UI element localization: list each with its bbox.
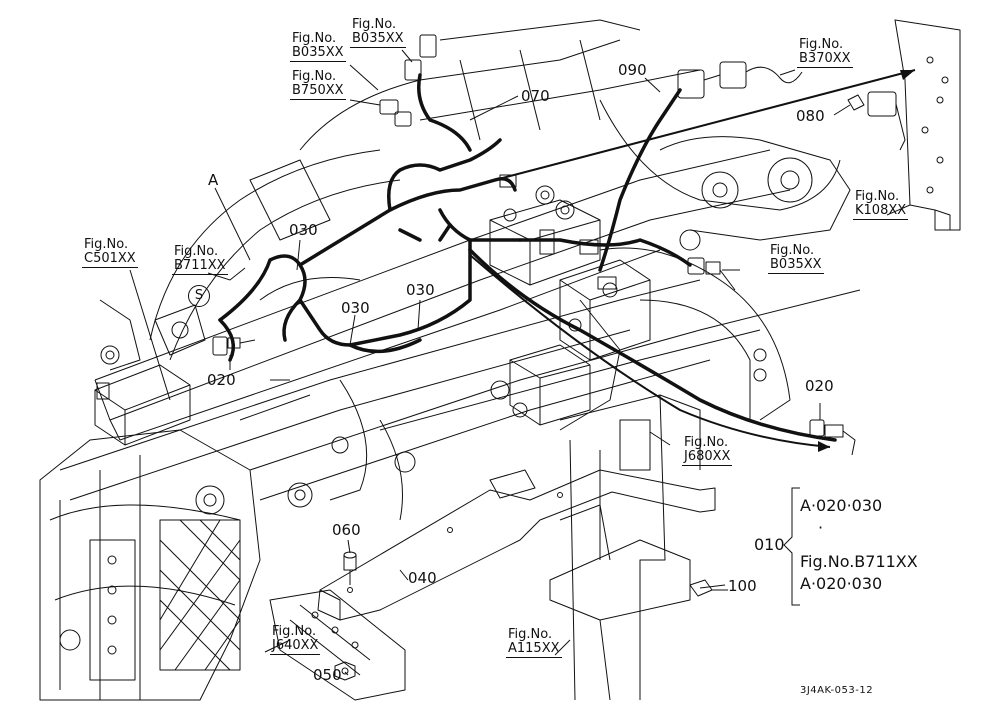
bom-line-1: A·020·030 — [800, 496, 883, 515]
bom-line-3: A·020·030 — [800, 574, 883, 593]
nut-050 — [334, 661, 356, 681]
part-number-030-b: 030 — [341, 299, 370, 317]
side-bracket-plate — [894, 19, 961, 231]
fig-ref-b370: Fig.No. B370XX — [797, 37, 853, 68]
part-number-030-a: 030 — [289, 221, 318, 239]
bolt-060 — [343, 551, 357, 585]
part-number-030-c: 030 — [406, 281, 435, 299]
bom-item-010: 010 — [754, 535, 785, 554]
fig-ref-a115: Fig.No. A115XX — [506, 627, 562, 658]
fig-ref-b750: Fig.No. B750XX — [290, 69, 346, 100]
transmission-housing — [39, 429, 313, 701]
connector-090 — [677, 61, 803, 99]
cross-bracket-040 — [317, 469, 716, 701]
leader-lines — [129, 49, 911, 676]
connector-b035-top — [404, 34, 437, 81]
floor-plate — [269, 589, 406, 701]
part-number-070: 070 — [521, 87, 550, 105]
front-valve-unit — [94, 304, 206, 446]
fig-ref-b035-left: Fig.No. B035XX — [290, 31, 346, 62]
fig-ref-c501: Fig.No. C501XX — [82, 237, 138, 268]
arrow-to-switch-080 — [494, 69, 916, 181]
chassis-post — [559, 394, 701, 701]
fig-ref-b711: Fig.No. B711XX — [172, 244, 228, 275]
part-number-040: 040 — [408, 569, 437, 587]
hydraulic-valve-block — [489, 185, 651, 426]
wire-harness — [218, 73, 837, 442]
bom-bracket — [783, 487, 800, 606]
switch-080 — [847, 91, 906, 151]
bom-line-2: Fig.No.B711XX — [800, 552, 918, 571]
part-number-020-right: 020 — [805, 377, 834, 395]
part-number-090: 090 — [618, 61, 647, 79]
callout-a: A — [208, 171, 219, 189]
part-number-100: 100 — [728, 577, 757, 595]
fig-ref-k108: Fig.No. K108XX — [853, 189, 909, 220]
callout-s-circle: S — [188, 285, 210, 307]
part-number-080: 080 — [796, 107, 825, 125]
bolt-100 — [689, 579, 726, 597]
fig-ref-j640: Fig.No. J640XX — [270, 624, 321, 655]
rh-sensor-right-lower — [499, 174, 599, 255]
chassis-frame — [59, 19, 861, 521]
part-number-060: 060 — [332, 521, 361, 539]
connector-b750 — [379, 99, 412, 127]
part-number-020-left: 020 — [207, 371, 236, 389]
sensor-b035-right — [687, 257, 736, 291]
bom-dot: · — [818, 518, 824, 537]
fig-ref-j680: Fig.No. J680XX — [682, 435, 733, 466]
drawing-code: 3J4AK-053-12 — [800, 685, 874, 696]
fig-ref-b035-right: Fig.No. B035XX — [768, 243, 824, 274]
arrow-to-switch-020 — [469, 254, 831, 452]
fig-ref-b035-top: Fig.No. B035XX — [350, 17, 406, 48]
part-number-050: 050 — [313, 666, 342, 684]
